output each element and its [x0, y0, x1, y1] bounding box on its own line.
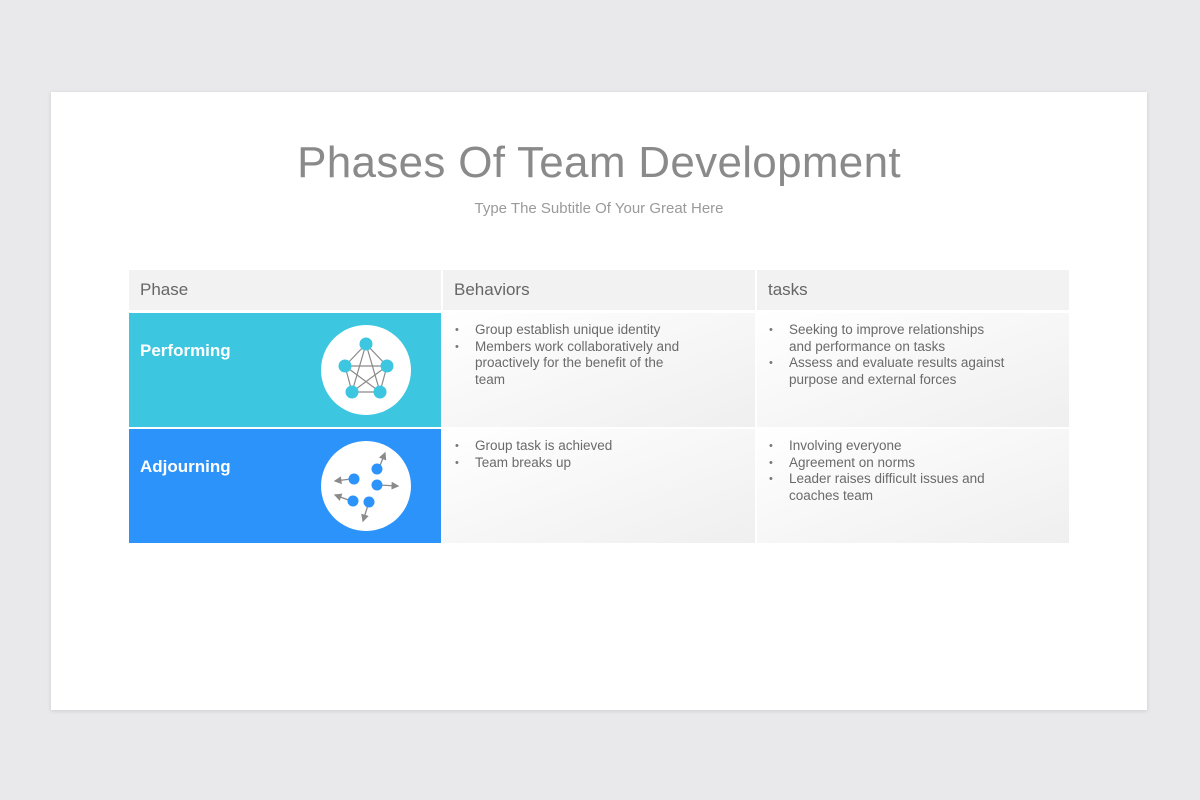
network-icon: [321, 325, 411, 415]
list-item: Group establish unique identity: [455, 322, 695, 339]
list-item: Members work collaboratively and proacti…: [455, 339, 695, 389]
header-tasks: tasks: [757, 270, 1069, 310]
tasks-list: Seeking to improve relationships and per…: [769, 322, 1009, 388]
list-item: Team breaks up: [455, 455, 695, 472]
phase-label: Adjourning: [140, 457, 231, 476]
phase-label: Performing: [140, 341, 231, 360]
list-item: Involving everyone: [769, 438, 1009, 455]
behaviors-list: Group task is achieved Team breaks up: [455, 438, 695, 471]
phases-table: Phase Behaviors tasks Performing: [129, 270, 1069, 543]
header-behaviors: Behaviors: [443, 270, 755, 310]
tasks-list: Involving everyone Agreement on norms Le…: [769, 438, 1009, 504]
table-row-adjourning: Adjourning: [129, 429, 1069, 543]
list-item: Leader raises difficult issues and coach…: [769, 471, 1009, 504]
list-item: Assess and evaluate results against purp…: [769, 355, 1009, 388]
tasks-cell-performing: Seeking to improve relationships and per…: [757, 313, 1069, 427]
list-item: Agreement on norms: [769, 455, 1009, 472]
scatter-arrows-icon: [321, 441, 411, 531]
phase-cell-performing: Performing: [129, 313, 441, 427]
behaviors-cell-performing: Group establish unique identity Members …: [443, 313, 755, 427]
slide: Phases Of Team Development Type The Subt…: [51, 92, 1147, 710]
table-row-performing: Performing: [129, 313, 1069, 427]
header-phase: Phase: [129, 270, 441, 310]
behaviors-cell-adjourning: Group task is achieved Team breaks up: [443, 429, 755, 543]
phase-cell-adjourning: Adjourning: [129, 429, 441, 543]
page-subtitle: Type The Subtitle Of Your Great Here: [474, 200, 724, 217]
page-title: Phases Of Team Development: [297, 138, 901, 187]
table-header-row: Phase Behaviors tasks: [129, 270, 1069, 310]
list-item: Group task is achieved: [455, 438, 695, 455]
behaviors-list: Group establish unique identity Members …: [455, 322, 695, 388]
tasks-cell-adjourning: Involving everyone Agreement on norms Le…: [757, 429, 1069, 543]
list-item: Seeking to improve relationships and per…: [769, 322, 1009, 355]
